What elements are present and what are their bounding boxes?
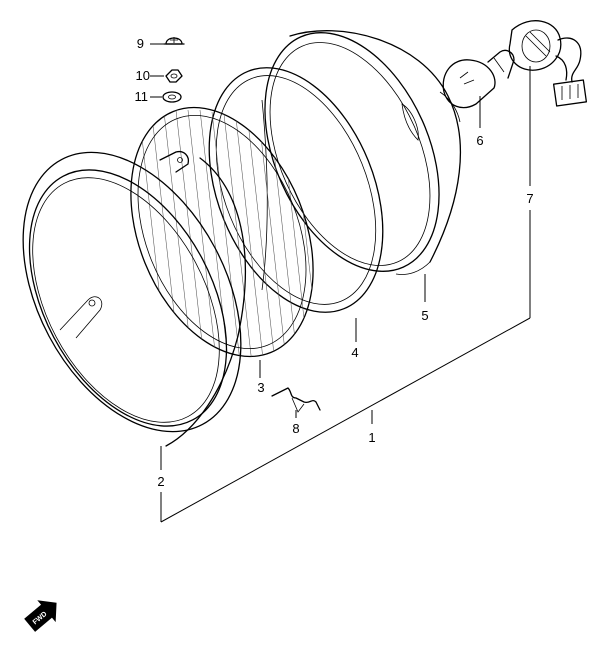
callout-numbers: 9 10 11 6 7 5 4 3 8 1 2: [135, 36, 534, 489]
leader-lines: [150, 43, 531, 523]
part-5-housing: [264, 30, 462, 275]
part-11-nut: [162, 91, 182, 103]
part-9-screw: [163, 37, 185, 45]
callout-10: 10: [136, 68, 150, 83]
part-7-socket-harness: [508, 20, 588, 107]
part-10-washer: [165, 69, 183, 83]
part-6-bulb: [442, 49, 515, 109]
callout-2: 2: [157, 474, 164, 489]
callout-6: 6: [476, 133, 483, 148]
callout-8: 8: [292, 421, 299, 436]
part-3-lens-reflector: [130, 106, 325, 384]
callout-4: 4: [351, 345, 358, 360]
callout-7: 7: [526, 191, 533, 206]
fwd-arrow-icon: FWD: [24, 600, 57, 632]
part-4-rim-ring: [208, 67, 384, 313]
callout-3: 3: [257, 380, 264, 395]
callout-5: 5: [421, 308, 428, 323]
callout-1: 1: [368, 430, 375, 445]
part-2-outer-bezel: [22, 151, 246, 447]
callout-11: 11: [135, 89, 149, 104]
part-8-spring-clip: [271, 387, 321, 413]
callout-9: 9: [137, 36, 144, 51]
